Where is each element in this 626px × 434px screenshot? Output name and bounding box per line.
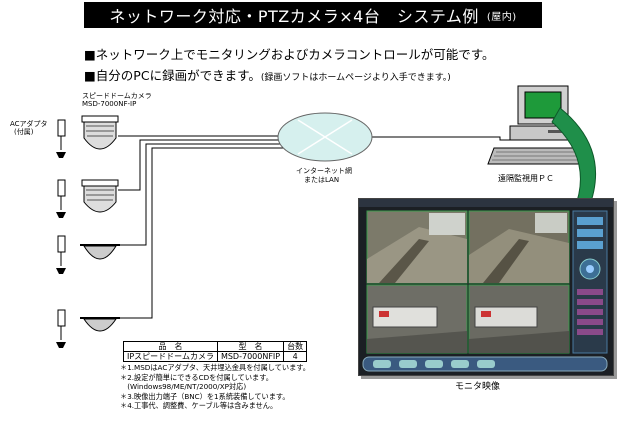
table-header: 品 名 xyxy=(123,341,218,352)
table-cell: IPスピードドームカメラ xyxy=(123,351,218,362)
pc-icon xyxy=(487,85,589,165)
camera-view xyxy=(366,284,468,354)
feature-item: ■ネットワーク上でモニタリングおよびカメラコントロールが可能です。 xyxy=(84,47,495,62)
feature-list: ■ネットワーク上でモニタリングおよびカメラコントロールが可能です。 ■自分のPC… xyxy=(84,44,495,89)
camera-icon xyxy=(56,235,120,274)
network-cloud xyxy=(277,112,373,162)
feature-note: (録画ソフトはホームページより入手できます。) xyxy=(260,73,451,83)
camera-icon xyxy=(56,115,119,158)
network-label: インターネット網 xyxy=(296,167,352,175)
camera-view xyxy=(468,210,570,284)
pc-label: 遠隔監視用ＰＣ xyxy=(498,174,554,183)
adapter-label: ACアダプタ xyxy=(10,120,48,128)
camera-icon xyxy=(56,309,120,348)
camera-icon xyxy=(56,179,119,218)
table-header-row: 品 名 型 名 台数 xyxy=(123,341,308,352)
adapter-note-label: (付属) xyxy=(14,128,34,136)
table-row: IPスピードドームカメラ MSD-7000NFIP 4 xyxy=(123,351,308,362)
monitor-image xyxy=(359,199,613,375)
title-main: ネットワーク対応・PTZカメラ×4台 システム例 xyxy=(109,7,479,26)
camera-view xyxy=(366,210,468,284)
monitor-caption: モニタ映像 xyxy=(455,382,501,392)
note-item: (Windows98/ME/NT/2000/XP対応) xyxy=(120,382,247,392)
monitor-toolbar xyxy=(362,356,608,372)
table-header: 型 名 xyxy=(216,341,285,352)
table-cell: 4 xyxy=(283,351,308,362)
title-bar: ネットワーク対応・PTZカメラ×4台 システム例 (屋内) xyxy=(84,2,542,28)
notes-list: ＊1.MSDはACアダプタ、天井埋込金具を付属しています。 ＊2.設定が簡単にで… xyxy=(120,363,310,411)
table-header: 台数 xyxy=(283,341,308,352)
table-cell: MSD-7000NFIP xyxy=(216,351,285,362)
note-item: ＊1.MSDはACアダプタ、天井埋込金具を付属しています。 xyxy=(120,363,310,372)
camera-model-label: MSD-7000NF-IP xyxy=(82,100,137,108)
camera-view xyxy=(468,284,570,354)
title-sub: (屋内) xyxy=(486,11,517,23)
feature-item: ■自分のPCに録画ができます。(録画ソフトはホームページより入手できます。) xyxy=(84,68,451,83)
note-item: ＊3.映像出力端子（BNC）を1系統装備しています。 xyxy=(120,391,290,401)
spec-table: 品 名 型 名 台数 IPスピードドームカメラ MSD-7000NFIP 4 xyxy=(123,341,308,362)
note-item: ＊2.設定が簡単にできるCDを付属しています。 xyxy=(120,372,273,382)
control-panel xyxy=(572,210,608,354)
camera-name-label: スピードドームカメラ xyxy=(82,92,152,100)
network-sub-label: またはLAN xyxy=(304,176,340,184)
note-item: ＊4.工事代、調整費、ケーブル等は含みません。 xyxy=(120,401,278,411)
monitor-screenshot xyxy=(358,198,614,376)
